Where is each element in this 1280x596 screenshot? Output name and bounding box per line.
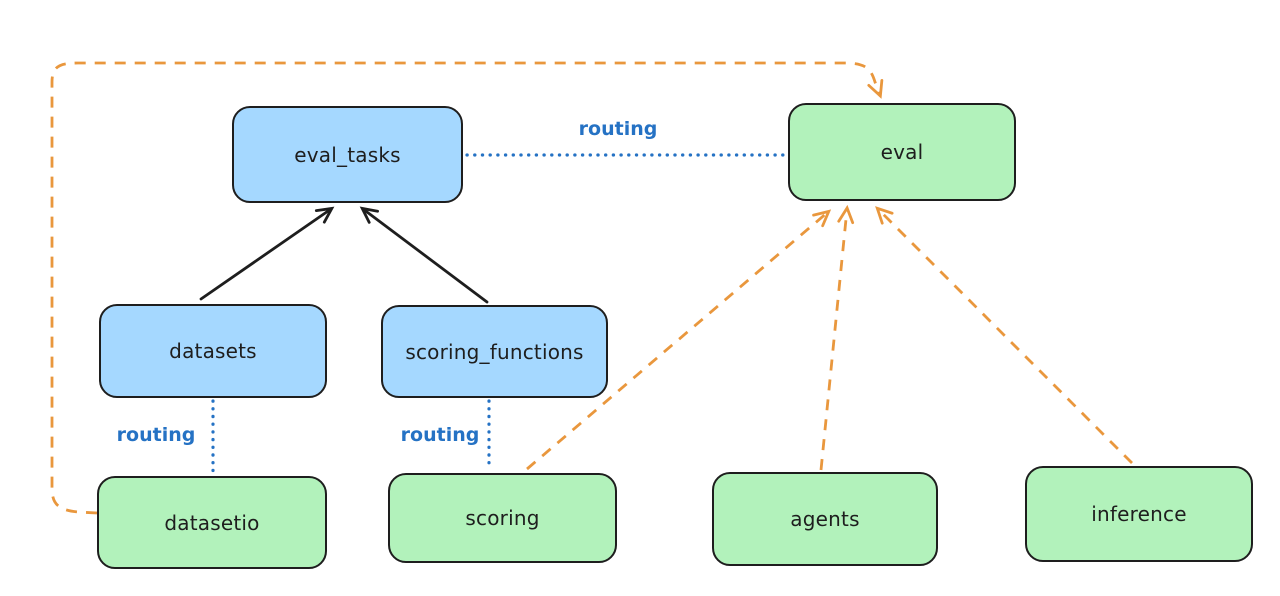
node-scoring-functions-label: scoring_functions [405, 339, 584, 364]
node-datasetio-label: datasetio [164, 510, 260, 535]
edge-label-routing-top: routing [578, 118, 658, 140]
edge-scoring-functions-to-eval-tasks [359, 206, 489, 304]
node-agents: agents [712, 472, 938, 566]
edge-datasets-to-eval-tasks [199, 206, 335, 301]
edge-datasetio-to-eval [50, 61, 884, 515]
edge-label-routing-datasets: routing [116, 424, 196, 446]
node-eval-tasks-label: eval_tasks [294, 142, 401, 167]
edge-agents-to-eval [819, 204, 855, 471]
node-agents-label: agents [790, 507, 860, 531]
edge-scoring-to-eval [526, 209, 832, 471]
node-eval: eval [788, 103, 1016, 201]
node-datasetio: datasetio [97, 476, 327, 569]
edge-label-routing-scoring: routing [400, 424, 480, 446]
node-scoring-functions: scoring_functions [381, 305, 608, 398]
node-scoring-label: scoring [465, 506, 540, 530]
node-scoring: scoring [388, 473, 617, 563]
node-eval-label: eval [880, 140, 924, 164]
node-inference: inference [1025, 466, 1253, 562]
edge-inference-to-eval [875, 206, 1133, 464]
node-datasets-label: datasets [169, 339, 257, 363]
node-eval-tasks: eval_tasks [232, 106, 463, 203]
node-inference-label: inference [1091, 502, 1187, 526]
node-datasets: datasets [99, 304, 327, 398]
